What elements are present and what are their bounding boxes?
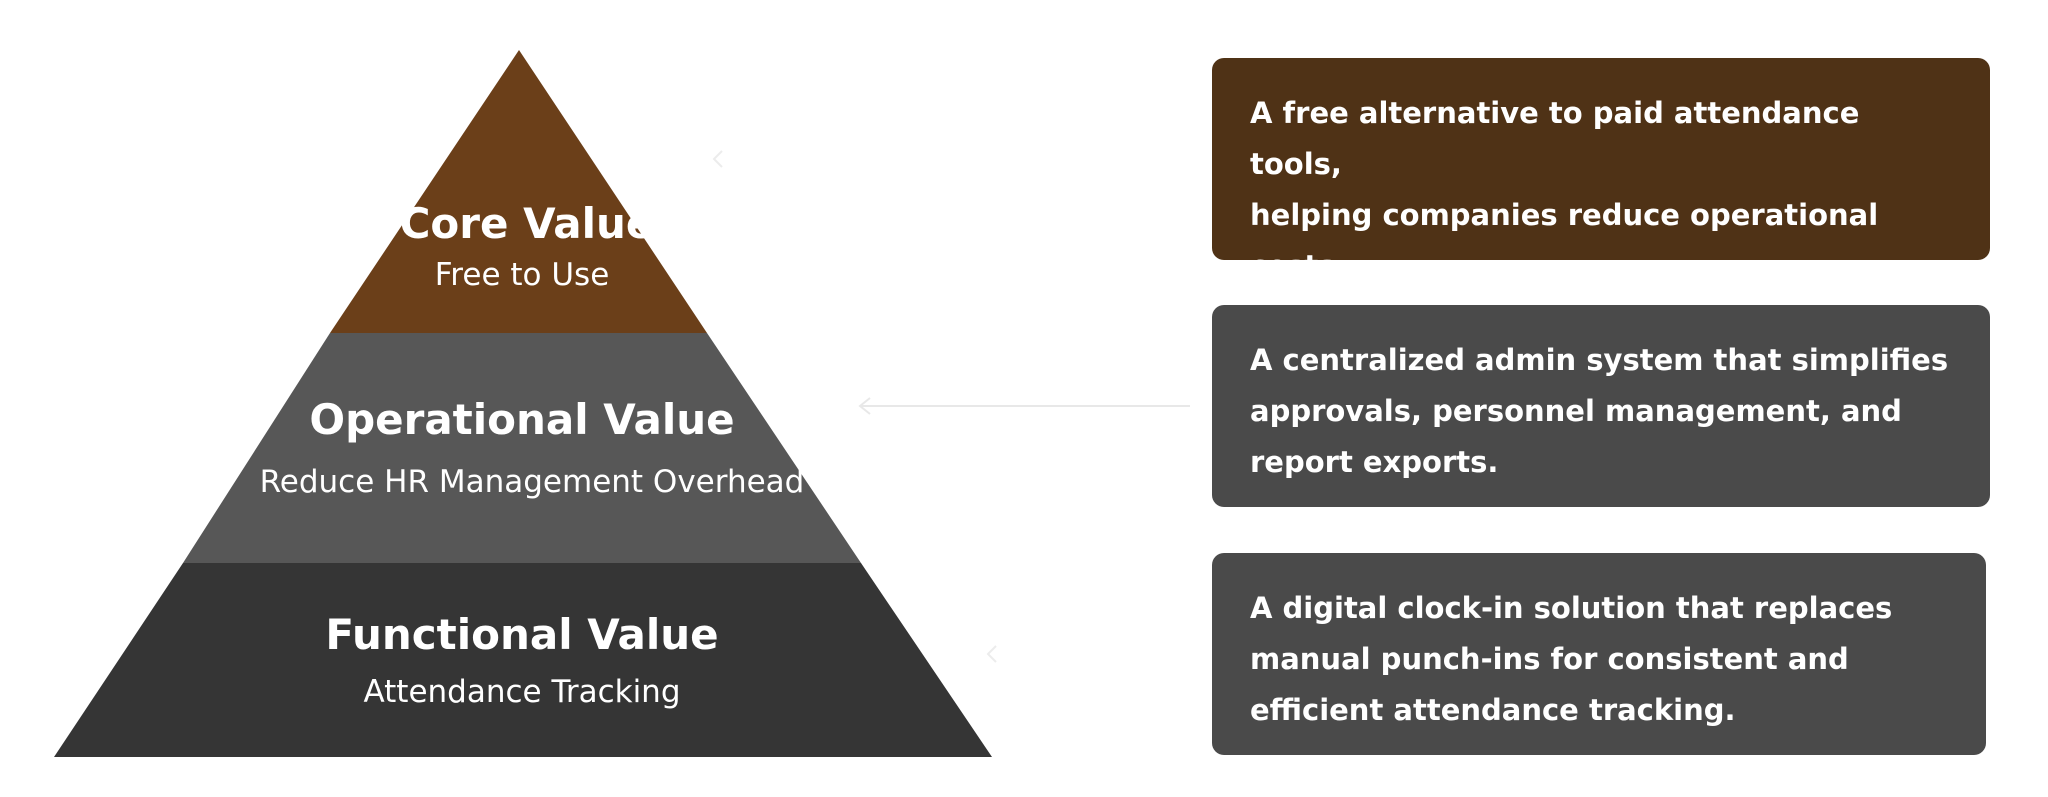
description-line: A centralized admin system that simplifi… <box>1250 343 1949 377</box>
description-line: A free alternative to paid attendance to… <box>1250 96 1860 181</box>
description-line: manual punch-ins for consistent and <box>1250 642 1849 676</box>
functional-value-description: A digital clock-in solution that replace… <box>1212 553 1986 755</box>
description-line: A digital clock-in solution that replace… <box>1250 591 1893 625</box>
description-line: approvals, personnel management, and <box>1250 394 1902 428</box>
description-line: helping companies reduce operational cos… <box>1250 198 1879 283</box>
operational-value-tier <box>183 333 861 563</box>
arrow-chevron-lower <box>986 645 997 663</box>
operational-value-description: A centralized admin system that simplifi… <box>1212 305 1990 507</box>
description-line: report exports. <box>1250 445 1499 479</box>
description-line: efficient attendance tracking. <box>1250 693 1736 727</box>
operational-value-title: Operational Value <box>309 395 734 444</box>
operational-value-subtitle: Reduce HR Management Overhead <box>260 464 805 500</box>
arrow-chevron-upper <box>712 150 723 168</box>
connector-arrowhead <box>858 397 871 415</box>
functional-value-tier <box>54 563 992 757</box>
functional-value-subtitle: Attendance Tracking <box>363 674 680 710</box>
core-value-title: Core Value <box>400 199 655 248</box>
functional-value-title: Functional Value <box>325 610 718 659</box>
core-value-tier <box>330 50 707 333</box>
core-value-description: A free alternative to paid attendance to… <box>1212 58 1990 334</box>
core-value-subtitle: Free to Use <box>435 257 610 293</box>
